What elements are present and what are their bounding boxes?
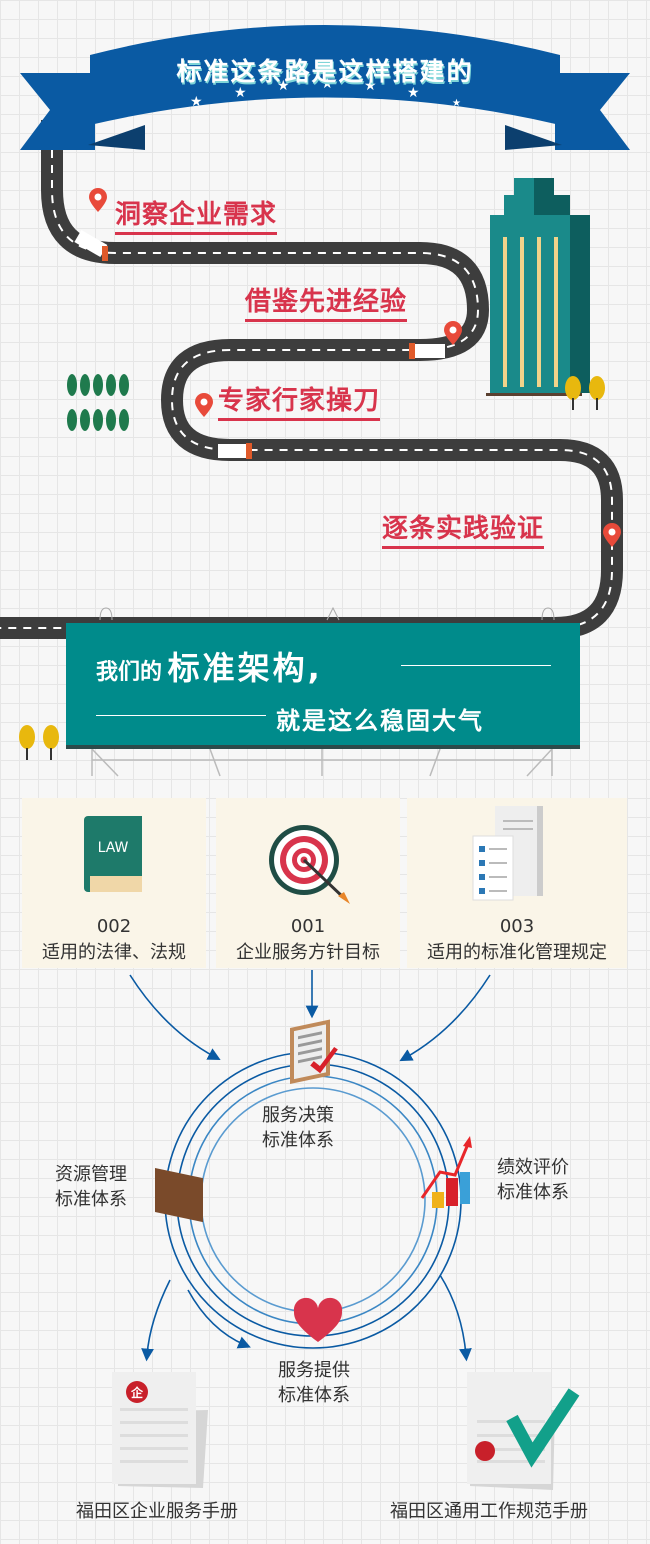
input-card-target: 001 企业服务方针目标 (216, 798, 400, 968)
billboard-stand (91, 748, 553, 777)
step-1-label: 洞察企业需求 (115, 200, 278, 235)
step-2-label: 借鉴先进经验 (245, 287, 408, 322)
divider (401, 665, 551, 666)
input-number: 001 (290, 916, 326, 937)
input-card-regulations: 003 适用的标准化管理规定 (407, 798, 627, 968)
ribbon-banner (20, 25, 630, 150)
billboard: 我们的 标准架构, 就是这么稳固大气 (66, 623, 580, 749)
node-performance-evaluation: 绩效评价标准体系 (497, 1157, 569, 1203)
divider (96, 715, 266, 716)
input-card-law: LAW 002 适用的法律、法规 (22, 798, 206, 968)
billboard-line-2: 就是这么稳固大气 (276, 707, 484, 735)
tree-icon (19, 725, 59, 760)
svg-text:★: ★ (234, 85, 247, 101)
input-number: 002 (96, 916, 132, 937)
clipboard-icon (290, 1019, 338, 1084)
output-enterprise-service-manual: 福田区企业服务手册 (76, 1501, 238, 1522)
lamp-icon (99, 606, 555, 621)
step-4-label: 逐条实践验证 (382, 514, 545, 549)
banner-title: 标准这条路是这样搭建的 (176, 57, 474, 86)
svg-text:★: ★ (190, 94, 203, 110)
input-label: 适用的法律、法规 (42, 942, 186, 963)
output-general-work-manual: 福田区通用工作规范手册 (390, 1501, 588, 1522)
forest-icon (67, 374, 129, 431)
input-number: 003 (499, 916, 535, 937)
documents-icon (472, 806, 543, 901)
briefcase-icon (155, 1167, 203, 1223)
star-icon: ★ ★ ★ ★ ★ ★ ★ (190, 76, 461, 110)
svg-text:★: ★ (452, 98, 461, 109)
target-icon (269, 825, 350, 904)
svg-text:★: ★ (321, 76, 334, 92)
tree-icon (565, 376, 605, 410)
road-illustration: ★ ★ ★ ★ ★ ★ ★ (0, 25, 630, 777)
node-resource-management: 资源管理标准体系 (55, 1164, 127, 1210)
svg-text:★: ★ (407, 85, 420, 101)
building-icon (486, 178, 590, 396)
badge-text: 企 (130, 1385, 144, 1400)
billboard-line-1: 我们的 标准架构, (96, 643, 323, 689)
node-service-decision: 服务决策标准体系 (262, 1105, 334, 1151)
input-label: 适用的标准化管理规定 (427, 942, 607, 963)
car-icon (74, 229, 108, 261)
location-pin-icon (89, 188, 621, 547)
billboard-small-text: 我们的 (96, 660, 163, 685)
law-book-icon: LAW (84, 816, 142, 892)
input-label: 企业服务方针目标 (236, 942, 380, 963)
node-service-provision: 服务提供标准体系 (278, 1360, 350, 1406)
car-icon (409, 343, 445, 359)
svg-text:★: ★ (277, 78, 290, 94)
billboard-big-text: 标准架构, (167, 649, 323, 687)
car-icon (218, 443, 252, 459)
growth-chart-icon (420, 1136, 472, 1208)
heart-icon (293, 1297, 343, 1342)
manual-document-icon (112, 1372, 208, 1488)
approved-document-icon (467, 1372, 580, 1490)
step-3-label: 专家行家操刀 (218, 386, 381, 421)
svg-text:★: ★ (364, 78, 377, 94)
